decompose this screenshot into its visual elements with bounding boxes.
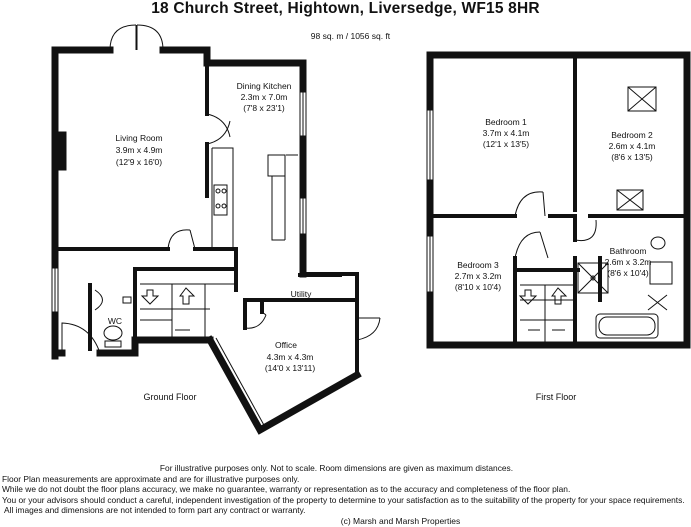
office-imperial: (14'0 x 13'11): [265, 363, 316, 373]
living-room-imperial: (12'9 x 16'0): [116, 157, 162, 167]
disclaimer-line-5: All images and dimensions are not intend…: [4, 505, 306, 516]
first-floor-label: First Floor: [536, 392, 577, 402]
disclaimer-line-3: While we do not doubt the floor plans ac…: [2, 484, 571, 495]
bedroom-2-imperial: (8'6 x 13'5): [611, 152, 653, 162]
bedroom-3-name: Bedroom 3: [457, 260, 499, 270]
bathroom-imperial: (8'6 x 10'4): [607, 268, 649, 278]
bedroom-2-name: Bedroom 2: [611, 130, 653, 140]
wc-name: WC: [108, 316, 122, 326]
ground-floor-plan: [51, 24, 381, 435]
office-name: Office: [275, 340, 297, 350]
ground-floor-label: Ground Floor: [143, 392, 196, 402]
utility-name: Utility: [291, 289, 313, 299]
bedroom-1-imperial: (12'1 x 13'5): [483, 139, 529, 149]
room-labels: Living Room 3.9m x 4.9m (12'9 x 16'0) Di…: [108, 81, 655, 402]
disclaimer-line-1: For illustrative purposes only. Not to s…: [159, 463, 514, 473]
bedroom-1-name: Bedroom 1: [485, 117, 527, 127]
bathroom-name: Bathroom: [610, 246, 647, 256]
first-floor-plan: [426, 51, 691, 349]
bathroom-metric: 2.6m x 3.2m: [605, 257, 652, 267]
office-metric: 4.3m x 4.3m: [267, 352, 314, 362]
dining-kitchen-metric: 2.3m x 7.0m: [241, 92, 288, 102]
copyright: (c) Marsh and Marsh Properties: [340, 516, 461, 526]
dining-kitchen-name: Dining Kitchen: [237, 81, 292, 91]
total-area: 98 sq. m / 1056 sq. ft: [310, 31, 391, 41]
page-title: 18 Church Street, Hightown, Liversedge, …: [151, 0, 540, 17]
dining-kitchen-imperial: (7'8 x 23'1): [243, 103, 285, 113]
bedroom-3-metric: 2.7m x 3.2m: [455, 271, 502, 281]
living-room-name: Living Room: [115, 133, 162, 143]
bedroom-1-metric: 3.7m x 4.1m: [483, 128, 530, 138]
disclaimer-line-2: Floor Plan measurements are approximate …: [2, 473, 300, 484]
bedroom-3-imperial: (8'10 x 10'4): [455, 282, 501, 292]
disclaimer: For illustrative purposes only. Not to s…: [2, 463, 691, 516]
bedroom-2-metric: 2.6m x 4.1m: [609, 141, 656, 151]
living-room-metric: 3.9m x 4.9m: [116, 145, 163, 155]
disclaimer-line-4: You or your advisors should conduct a ca…: [2, 494, 685, 505]
